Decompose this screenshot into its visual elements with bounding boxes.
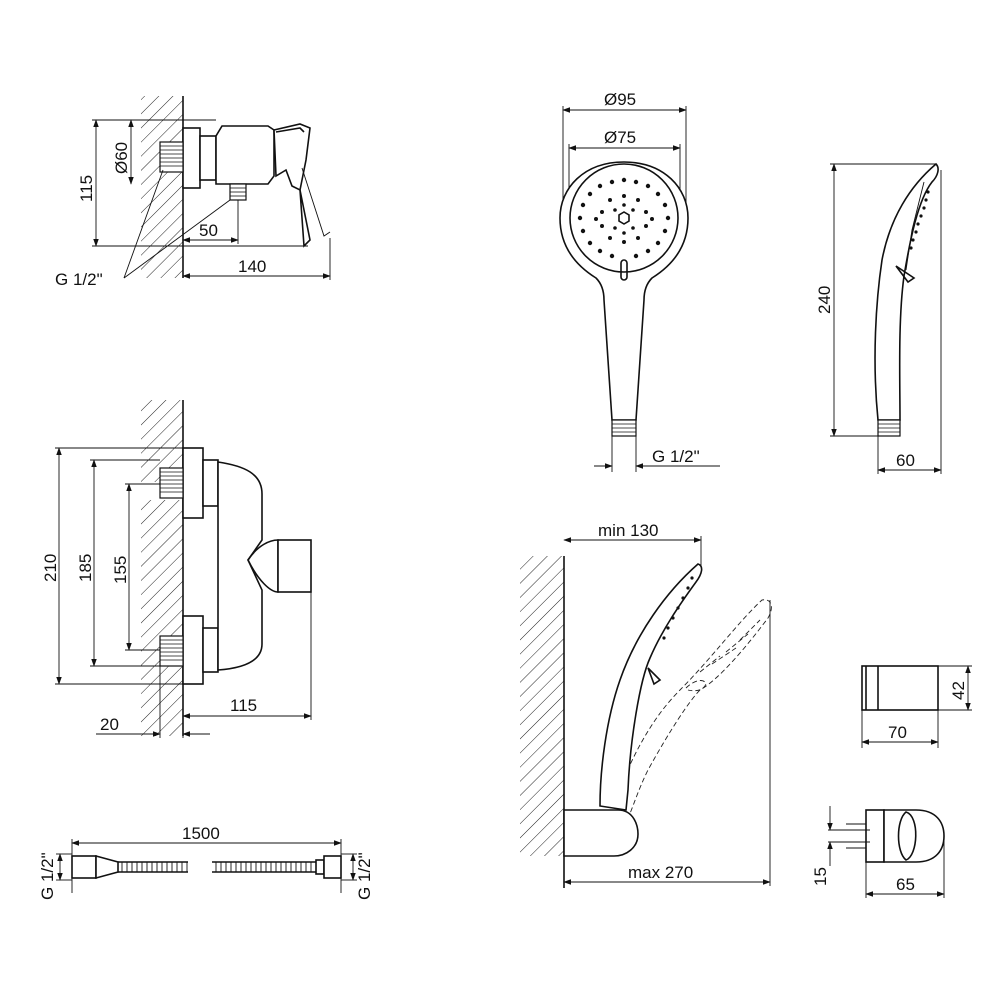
head-thread-label: G 1/2" [652, 447, 700, 466]
wall-hatch [520, 556, 564, 856]
hose-thread-right-label: G 1/2" [355, 852, 374, 900]
wall-holder-offset-label: 15 [811, 867, 830, 886]
head-thread [611, 419, 637, 437]
head-width-label: 60 [896, 451, 915, 470]
mixer-side-view: 115 Ø60 50 140 G 1/2" [55, 96, 331, 289]
front-depth-label: 115 [230, 696, 257, 715]
head-inner-dia-label: Ø75 [604, 128, 636, 147]
mixer-front-view: 210 185 155 115 20 [41, 400, 312, 738]
head-outer-dia-label: Ø95 [604, 90, 636, 109]
inlet-thread-top [159, 467, 184, 499]
mixer-depth-label: 140 [238, 257, 266, 276]
mixer-height-label: 115 [77, 175, 96, 202]
hose-length-label: 1500 [182, 824, 220, 843]
wall-hatch [141, 96, 183, 278]
front-total-label: 210 [41, 554, 60, 582]
hose-thread-left-label: G 1/2" [38, 852, 57, 900]
mixer-thread-label: G 1/2" [55, 270, 103, 289]
mixer-dia-label: Ø60 [112, 142, 131, 174]
mixer-outlet-label: 50 [199, 221, 218, 240]
head-length-label: 240 [815, 286, 834, 314]
hand-shower-side: 240 60 [815, 162, 942, 474]
bracket-width-label: 70 [888, 723, 907, 742]
wall-thread [159, 141, 184, 173]
holder-assembly: min 130 max 270 [520, 521, 772, 888]
side-thread [877, 419, 901, 437]
holder-min-label: min 130 [598, 521, 658, 540]
inlet-thread-bottom [159, 635, 184, 667]
wall-holder-side: 15 65 [811, 806, 945, 898]
front-inner-label: 155 [111, 556, 130, 584]
wall-hatch [141, 500, 183, 736]
bracket-top-view: 70 42 [861, 665, 972, 748]
hose-view: 1500 G 1/2" G 1/2" [38, 824, 374, 900]
wall-holder-depth-label: 65 [896, 875, 915, 894]
hand-shower-front: Ø95 Ø75 [559, 90, 720, 472]
front-wall-label: 20 [100, 715, 119, 734]
front-mid-label: 185 [76, 554, 95, 582]
spray-nozzles [577, 177, 671, 259]
holder-max-label: max 270 [628, 863, 693, 882]
outlet-thread [229, 183, 247, 201]
bracket-height-label: 42 [949, 681, 968, 700]
